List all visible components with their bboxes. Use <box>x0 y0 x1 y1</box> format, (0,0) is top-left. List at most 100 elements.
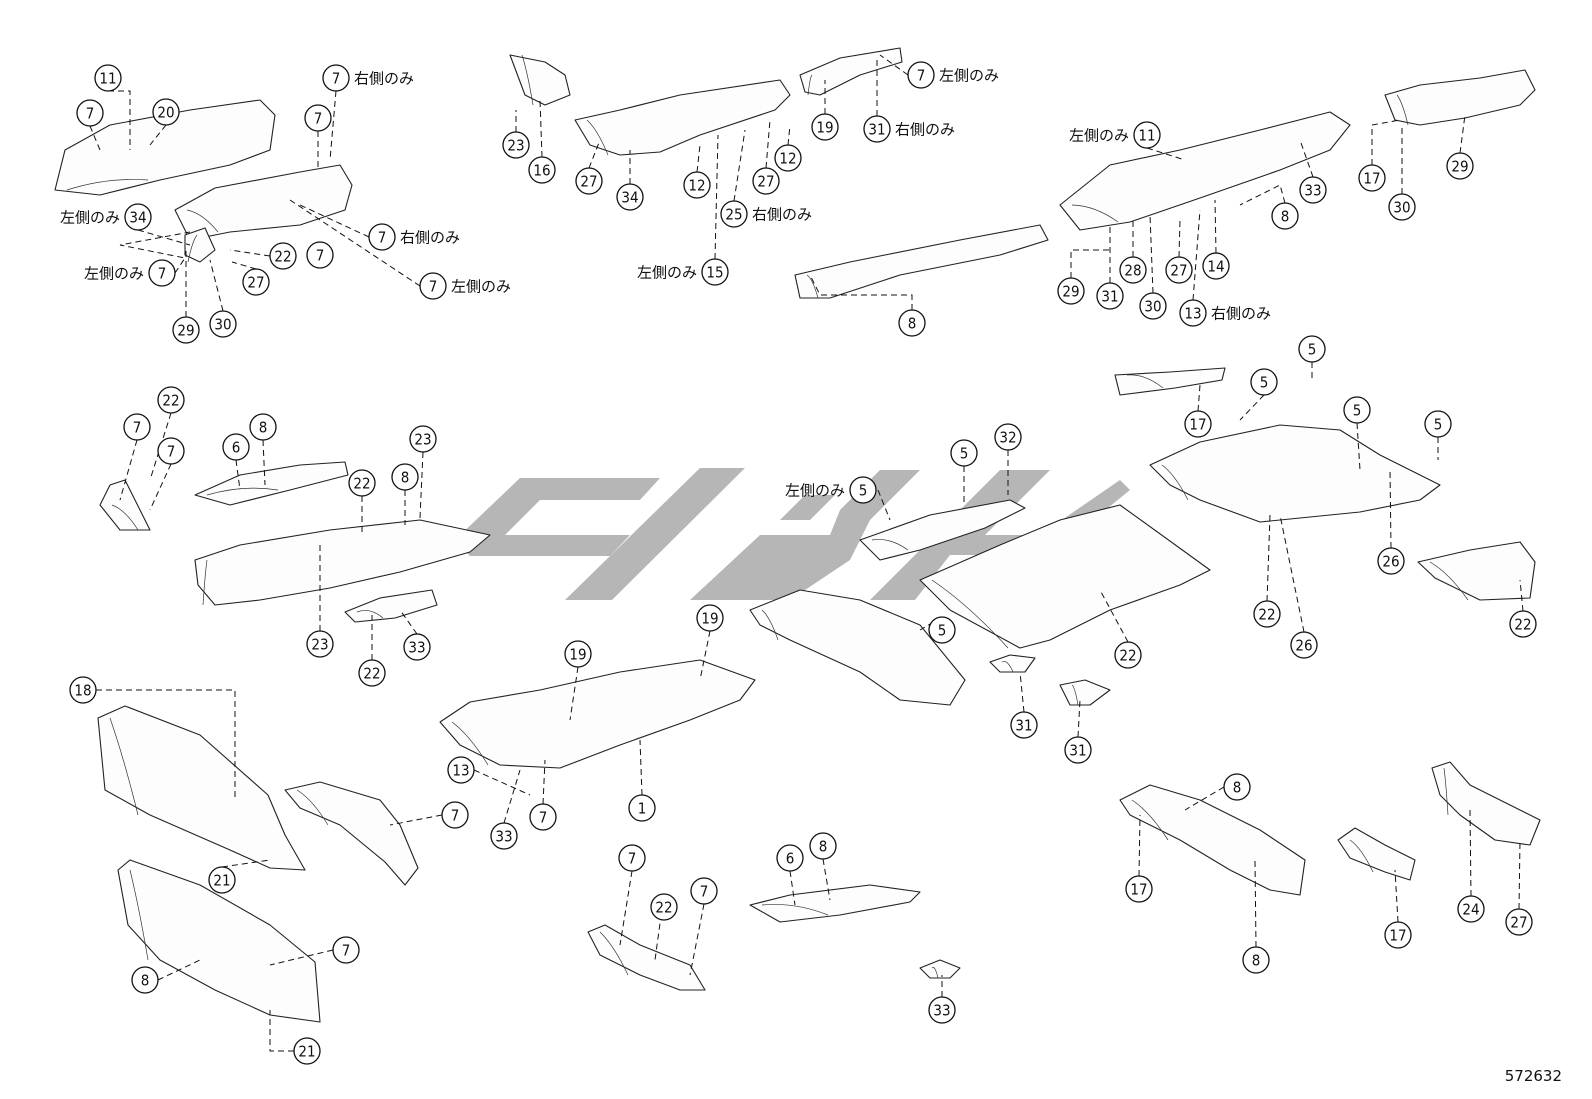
callout-21: 21 <box>293 1037 321 1065</box>
leader-line <box>1299 139 1314 178</box>
callout-31: 31 <box>1096 282 1124 310</box>
callout-33: 33 <box>403 633 431 661</box>
callout-27: 27 <box>242 268 270 296</box>
part-detail-line <box>1396 94 1409 126</box>
part-outline <box>749 589 966 706</box>
callout-circle <box>1114 641 1142 669</box>
callout-circle <box>222 433 250 461</box>
callout-5: 5 <box>950 439 978 467</box>
callout-7: 7 <box>76 99 104 127</box>
callout-5: 5 <box>1343 396 1371 424</box>
callout-number: 8 <box>259 419 268 437</box>
callout-number: 5 <box>1434 416 1443 434</box>
callout-number: 23 <box>507 137 524 155</box>
callout-number: 17 <box>1189 416 1206 434</box>
callout-circle <box>950 439 978 467</box>
part-outline <box>1149 424 1441 523</box>
part-detail-line <box>1001 661 1014 673</box>
part-outline <box>1114 367 1226 396</box>
callout-number: 34 <box>621 189 638 207</box>
callout-circle <box>76 99 104 127</box>
callout-number: 19 <box>701 610 718 628</box>
leader-line <box>1371 119 1401 165</box>
callout-7: 7 <box>332 936 360 964</box>
leader-line <box>262 439 266 486</box>
callout-number: 33 <box>408 639 425 657</box>
callout-number: 34 <box>129 209 146 227</box>
part-outline <box>194 519 491 606</box>
part-detail-line <box>586 119 609 156</box>
leader-line <box>542 759 546 805</box>
callout-circle <box>1446 152 1474 180</box>
callout-number: 7 <box>342 942 351 960</box>
callout-number: 5 <box>1308 341 1317 359</box>
part-outline <box>284 781 419 886</box>
part-outline <box>794 224 1049 299</box>
callout-circle <box>332 936 360 964</box>
part-detail-line <box>1429 561 1469 601</box>
callout-34: 34 <box>616 183 644 211</box>
leader-line <box>235 459 241 491</box>
callout-7: 7 <box>441 801 469 829</box>
part-outline <box>194 461 349 506</box>
callout-circle <box>701 258 729 286</box>
callout-circle <box>148 259 176 287</box>
part-detail-line <box>871 539 909 551</box>
callout-circle <box>1179 299 1207 327</box>
part-detail-line <box>186 209 219 233</box>
callout-circle <box>249 413 277 441</box>
part-detail-line <box>1071 204 1119 223</box>
callout-23: 23 <box>502 131 530 159</box>
callout-number: 20 <box>157 104 174 122</box>
leader-line <box>229 249 271 257</box>
leader-line <box>1389 469 1392 549</box>
callout-22: 22 <box>269 242 297 270</box>
callout-5: 5 <box>928 616 956 644</box>
callout-30: 30 <box>1139 292 1167 320</box>
callout-number: 7 <box>133 419 142 437</box>
callout-number: 1 <box>638 800 647 818</box>
callout-number: 8 <box>819 838 828 856</box>
callout-number: 33 <box>1304 182 1321 200</box>
callout-24: 24 <box>1457 895 1485 923</box>
part-outline <box>54 99 276 196</box>
leader-line <box>569 666 579 721</box>
callout-number: 17 <box>1363 170 1380 188</box>
part-outline <box>1384 69 1536 126</box>
callout-23: 23 <box>409 425 437 453</box>
callout-circle <box>1139 292 1167 320</box>
callout-circle <box>322 64 350 92</box>
callout-17: 17 <box>1384 921 1412 949</box>
callout-8: 8 <box>1223 773 1251 801</box>
leader-line <box>1254 859 1257 948</box>
callout-33: 33 <box>1299 176 1327 204</box>
callout-circle <box>94 64 122 92</box>
callout-circle <box>1165 256 1193 284</box>
leader-line <box>149 463 172 511</box>
watermark-shape <box>870 470 1130 600</box>
callout-circle <box>1271 202 1299 230</box>
callout-circle <box>1133 121 1161 149</box>
callout-23: 23 <box>306 630 334 658</box>
leader-line <box>822 858 831 901</box>
callout-circle <box>208 866 236 894</box>
callout-circle <box>907 61 935 89</box>
side-note-label: 左側のみ <box>84 265 144 283</box>
callout-number: 23 <box>414 431 431 449</box>
callout-14: 14 <box>1202 252 1230 280</box>
callout-circle <box>1343 396 1371 424</box>
callout-number: 21 <box>298 1043 315 1061</box>
callout-number: 19 <box>569 646 586 664</box>
leader-line <box>588 139 601 169</box>
callout-number: 7 <box>451 807 460 825</box>
callout-number: 22 <box>655 899 672 917</box>
callout-27: 27 <box>575 167 603 195</box>
callout-circle <box>447 756 475 784</box>
leader-line <box>1239 394 1265 421</box>
callout-number: 11 <box>1138 127 1155 145</box>
callout-number: 26 <box>1382 553 1399 571</box>
callout-number: 27 <box>247 274 264 292</box>
callout-number: 12 <box>779 150 796 168</box>
